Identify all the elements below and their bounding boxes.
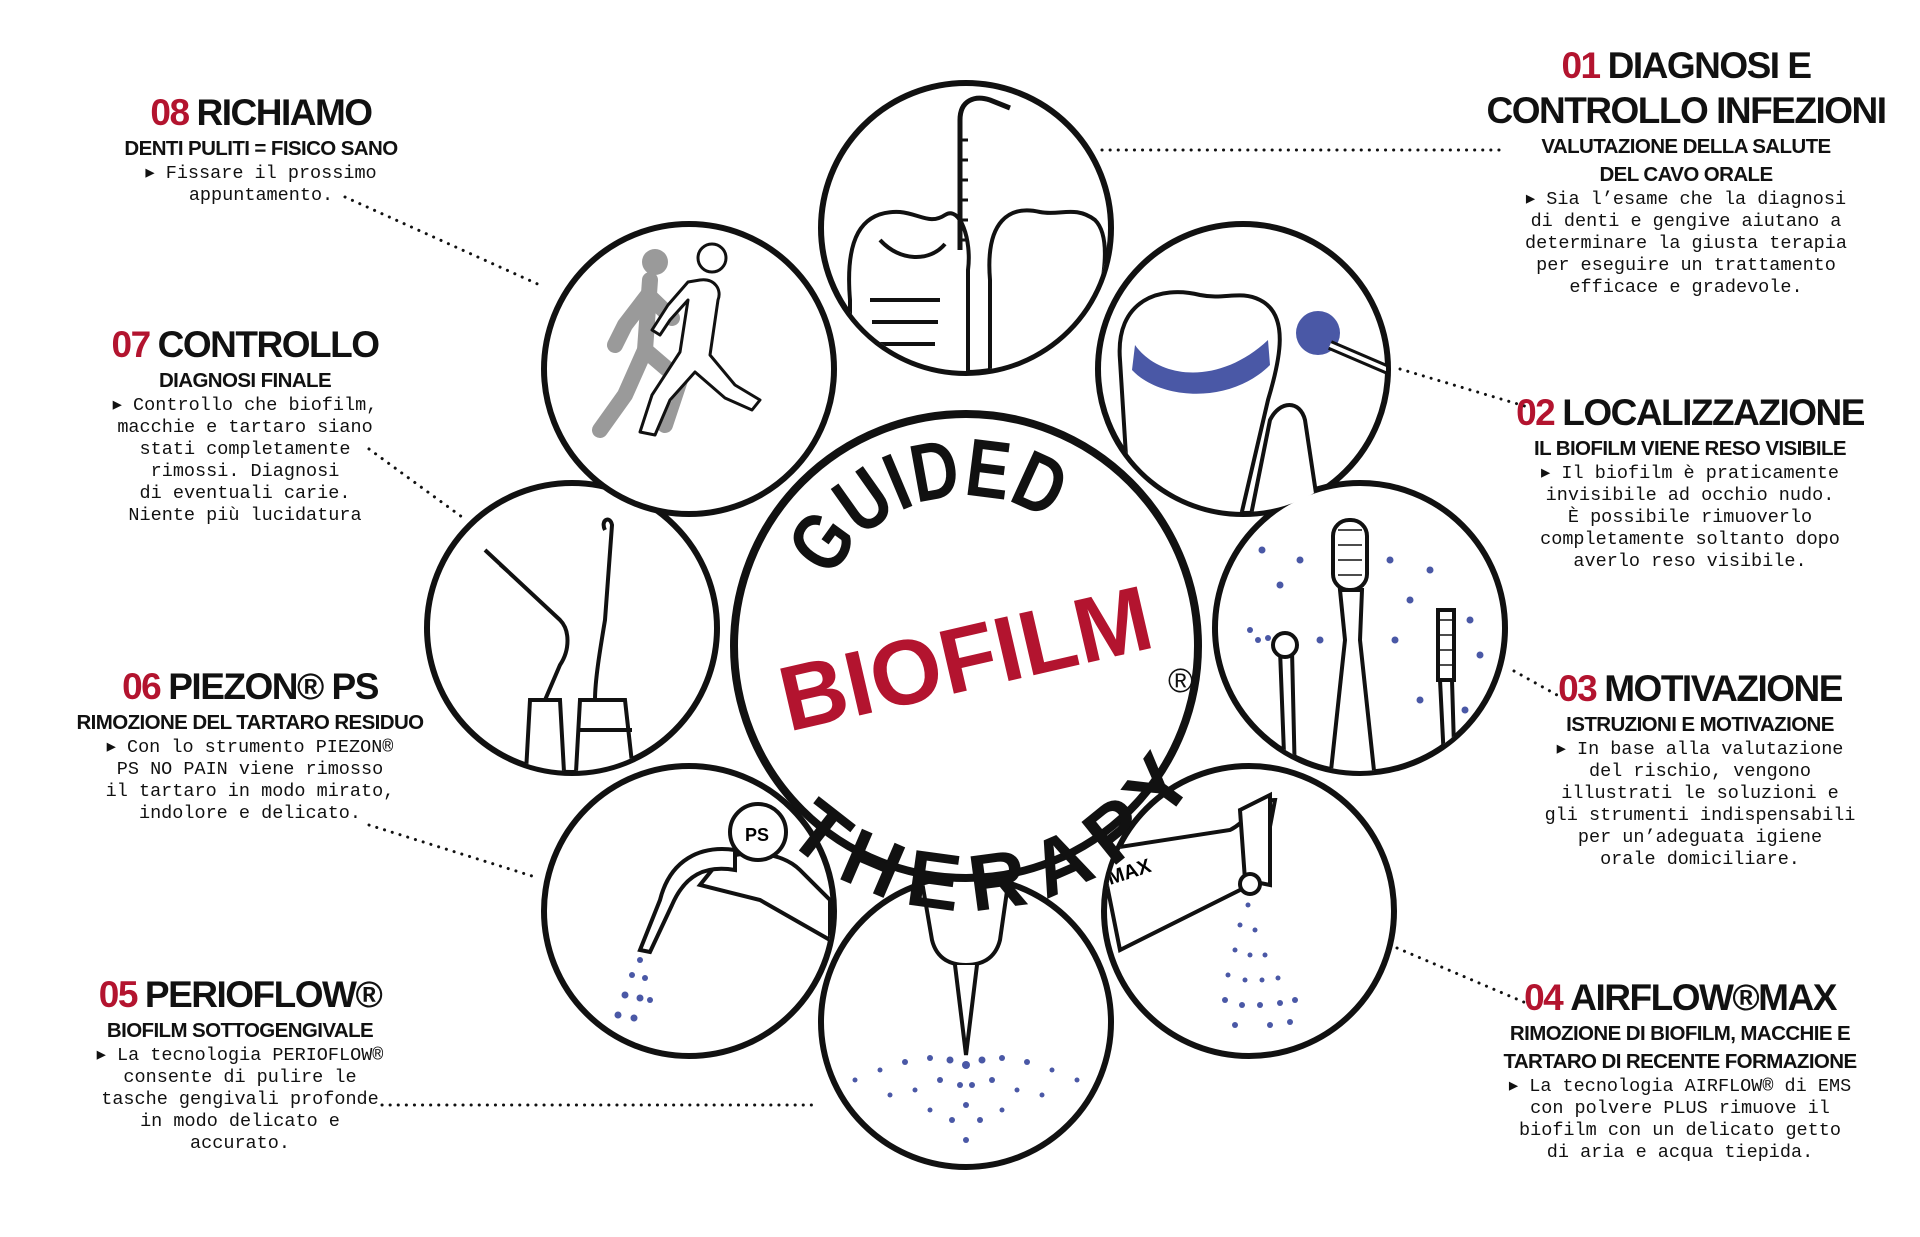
center-logo-ring — [730, 410, 1202, 882]
step-title-text: MOTIVAZIONE — [1604, 668, 1843, 709]
airflow-handpiece-icon: MAX — [1106, 791, 1298, 1028]
step-body-line: consente di pulire le — [123, 1067, 357, 1088]
step-subtitle: DENTI PULITI = FISICO SANO — [124, 137, 398, 160]
step-body-line: gli strumenti indispensabili — [1544, 805, 1856, 826]
step-number: 04 — [1524, 977, 1564, 1018]
step-subtitle: RIMOZIONE DI BIOFILM, MACCHIE E — [1509, 1022, 1851, 1045]
step-number: 08 — [150, 92, 190, 133]
leader-line-02 — [1398, 367, 1540, 412]
piezon-handpiece-icon: PS — [614, 802, 832, 1022]
circle-control — [424, 480, 720, 776]
step-body-line: ▸ Sia l’esame che la diagnosi — [1525, 189, 1847, 210]
step-body-line: in modo delicato e — [140, 1111, 340, 1132]
step-number: 03 — [1558, 668, 1598, 709]
step-body-line: ▸ La tecnologia PERIOFLOW® — [96, 1045, 384, 1066]
step-body-line: ▸ In base alla valutazione — [1556, 739, 1844, 760]
step-body-line: ▸ Con lo strumento PIEZON® — [106, 737, 394, 758]
step-number: 07 — [111, 324, 152, 365]
step-subtitle: ISTRUZIONI E MOTIVAZIONE — [1566, 713, 1834, 736]
leader-lines — [343, 148, 1559, 1107]
step-body-line: del rischio, vengono — [1588, 761, 1812, 782]
disclosing-tooth-icon — [1117, 290, 1386, 512]
step-body-line: illustrati le soluzioni e — [1561, 783, 1839, 804]
step-subtitle: DIAGNOSI FINALE — [158, 369, 332, 392]
step-title: CONTROLLO INFEZIONI — [1446, 88, 1920, 133]
step-body-line: efficace e gradevole. — [1569, 277, 1803, 298]
step-body-line: ▸ Controllo che biofilm, — [112, 395, 378, 416]
step-title-text: PERIOFLOW® — [144, 974, 383, 1015]
step-body-line: rimossi. Diagnosi — [150, 461, 340, 482]
step-body-line: per eseguire un trattamento — [1536, 255, 1836, 276]
step-body-line: averlo reso visibile. — [1573, 551, 1807, 572]
step-body-line: ▸ Fissare il prossimo — [145, 163, 377, 184]
step-body-line: indolore e delicato. — [138, 803, 362, 824]
leader-line-04 — [1395, 946, 1528, 1005]
step-body-line: macchie e tartaro siano — [117, 417, 373, 438]
step-body-line: invisibile ad occhio nudo. — [1545, 485, 1835, 506]
step-body-line: biofilm con un delicato getto — [1519, 1120, 1841, 1141]
step-body-line: il tartaro in modo mirato, — [105, 781, 395, 802]
step-number: 05 — [98, 974, 139, 1015]
step-title-text: RICHIAMO — [196, 92, 374, 133]
step-body-line: tasche gengivali profonde — [101, 1089, 379, 1110]
step-subtitle: VALUTAZIONE DELLA SALUTE — [1541, 135, 1831, 158]
step-body-line: Niente più lucidatura — [128, 505, 362, 526]
step-body-line: per un’adeguata igiene — [1577, 827, 1823, 848]
step-body-line: È possibile rimuoverlo — [1567, 507, 1813, 528]
step-body-line: di eventuali carie. — [139, 483, 351, 504]
step-title-text: CONTROLLO INFEZIONI — [1486, 90, 1887, 131]
step-body-line: accurato. — [190, 1133, 290, 1154]
step-body-line: ▸ La tecnologia AIRFLOW® di EMS — [1508, 1076, 1852, 1097]
toothbrush-icon — [1247, 518, 1484, 771]
step-number: 06 — [122, 666, 162, 707]
leader-line-03 — [1512, 669, 1559, 697]
step-title-text: CONTROLLO — [157, 324, 380, 365]
step-subtitle: DEL CAVO ORALE — [1599, 163, 1773, 186]
teeth-probe-icon — [847, 95, 1107, 371]
step-body-line: di aria e acqua tiepida. — [1546, 1142, 1814, 1163]
step-subtitle: BIOFILM SOTTOGENGIVALE — [106, 1019, 374, 1042]
leader-line-07 — [367, 447, 464, 519]
step-body-line: di denti e gengive aiutano a — [1530, 211, 1842, 232]
step-number: 01 — [1561, 45, 1601, 86]
leader-line-06 — [367, 823, 534, 878]
step-body-line: completamente soltanto dopo — [1540, 529, 1840, 550]
step-body-line: ▸ Il biofilm è praticamente — [1541, 463, 1839, 484]
step-title-text: LOCALIZZAZIONE — [1562, 392, 1865, 433]
runners-icon — [592, 242, 762, 446]
registered-mark: ® — [1168, 662, 1193, 700]
step-title-text: PIEZON® PS — [168, 666, 379, 707]
step-body-line: PS NO PAIN viene rimosso — [116, 759, 384, 780]
step-body-line: appuntamento. — [188, 185, 334, 206]
step-number: 02 — [1516, 392, 1556, 433]
step-title-text: DIAGNOSI E — [1607, 45, 1812, 86]
step-subtitle: RIMOZIONE DEL TARTARO RESIDUO — [76, 711, 424, 734]
step-subtitle: IL BIOFILM VIENE RESO VISIBILE — [1534, 437, 1847, 460]
leader-line-08 — [343, 195, 544, 288]
perioflow-nozzle-icon — [852, 879, 1080, 1143]
step-title-text: AIRFLOW®MAX — [1570, 977, 1837, 1018]
step-body-line: stati completamente — [139, 439, 351, 460]
step-body-line: orale domiciliare. — [1600, 849, 1800, 870]
step-body-line: con polvere PLUS rimuove il — [1530, 1098, 1830, 1119]
ps-label: PS — [745, 825, 769, 845]
step-subtitle: TARTARO DI RECENTE FORMAZIONE — [1503, 1050, 1857, 1073]
step-body-line: determinare la giusta terapia — [1525, 233, 1847, 254]
